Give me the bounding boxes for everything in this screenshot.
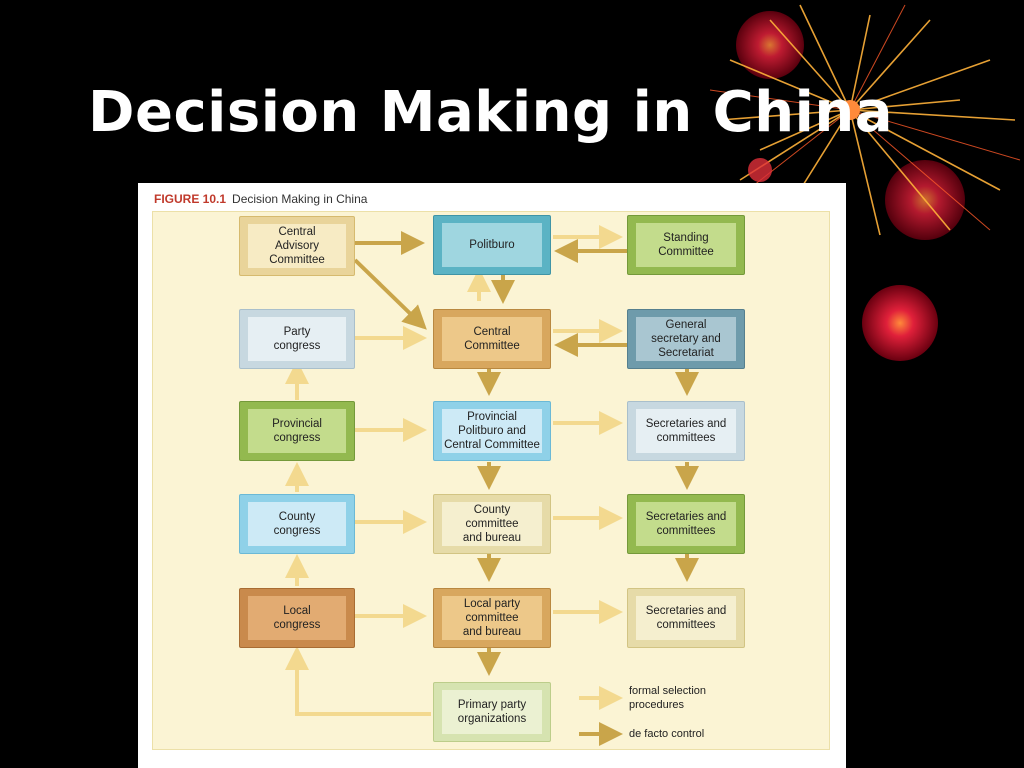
firework-burst — [719, 4, 1016, 236]
node-county-congress: County congress — [239, 494, 355, 554]
figure-caption: FIGURE 10.1 Decision Making in China — [154, 192, 367, 206]
diagram-panel: Central Advisory Committee Politburo Sta… — [152, 211, 830, 750]
node-central-advisory-committee: Central Advisory Committee — [239, 216, 355, 276]
arrow-cac-to-central-committee — [353, 258, 427, 330]
legend-formal-label: formal selection procedures — [629, 685, 707, 711]
slide-title: Decision Making in China — [88, 80, 893, 145]
node-party-congress: Party congress — [239, 309, 355, 369]
node-central-committee: Central Committee — [433, 309, 551, 369]
arrow-primary-to-local-congress — [285, 646, 431, 716]
figure-caption-text: Decision Making in China — [232, 192, 368, 206]
node-provincial-politburo: Provincial Politburo and Central Committ… — [433, 401, 551, 461]
legend-defacto-label: de facto control — [629, 728, 705, 740]
firework-orb — [736, 11, 804, 79]
figure-number: FIGURE 10.1 — [154, 192, 227, 206]
node-provincial-congress: Provincial congress — [239, 401, 355, 461]
node-local-congress: Local congress — [239, 588, 355, 648]
node-local-party-committee: Local party committee and bureau — [433, 588, 551, 648]
firework-orb — [862, 285, 938, 361]
figure-decision-making: FIGURE 10.1 Decision Making in China — [138, 183, 846, 768]
node-provincial-secretaries: Secretaries and committees — [627, 401, 745, 461]
node-standing-committee: Standing Committee — [627, 215, 745, 275]
node-county-committee: County committee and bureau — [433, 494, 551, 554]
node-primary-party-organizations: Primary party organizations — [433, 682, 551, 742]
diagram-arrows — [285, 225, 699, 746]
node-politburo: Politburo — [433, 215, 551, 275]
node-general-secretary: General secretary and Secretariat — [627, 309, 745, 369]
node-local-secretaries: Secretaries and committees — [627, 588, 745, 648]
node-county-secretaries: Secretaries and committees — [627, 494, 745, 554]
